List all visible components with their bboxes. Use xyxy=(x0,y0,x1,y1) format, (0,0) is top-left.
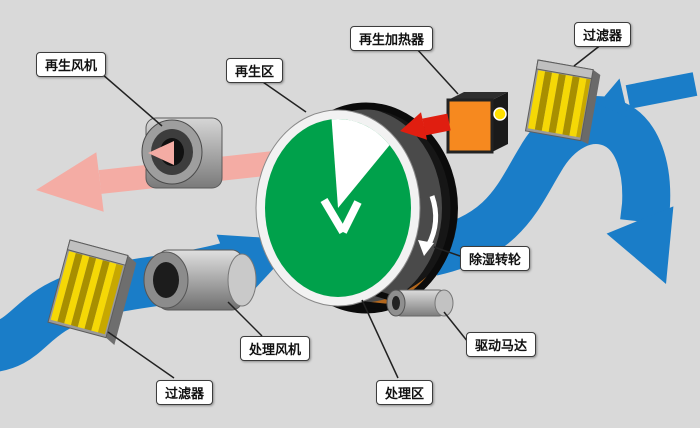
filter-pleat xyxy=(84,260,110,331)
process-fan xyxy=(143,249,257,311)
regen-inlet-band xyxy=(625,72,698,109)
regen-inlet-arrow xyxy=(598,72,698,118)
filter-top xyxy=(524,59,601,144)
filter-bottom-side xyxy=(105,255,137,346)
label-filter-top: 过滤器 xyxy=(574,22,632,47)
filter-pleat xyxy=(534,71,553,131)
drive-motor xyxy=(386,289,454,317)
filter-pleat xyxy=(64,254,90,326)
heater-side xyxy=(492,92,508,152)
leader-regen-fan xyxy=(101,73,163,127)
desiccant-wheel xyxy=(255,102,458,314)
filter-pleat xyxy=(569,77,587,137)
leader-wheel xyxy=(433,246,461,257)
hot-air-arrowhead xyxy=(400,112,427,140)
filter-pleat xyxy=(527,70,546,130)
process-air-outlet-arrowhead xyxy=(606,206,674,284)
process-fan-end xyxy=(227,253,257,307)
regen-fan-flow-tip xyxy=(148,141,174,165)
filter-bottom xyxy=(47,239,137,346)
leader-filter-bottom xyxy=(107,331,175,379)
filter-pleat xyxy=(548,73,566,134)
hot-air-band xyxy=(422,113,451,136)
filter-pleat xyxy=(70,256,97,327)
leader-regen-zone xyxy=(259,79,307,113)
heater-front xyxy=(446,98,494,154)
hot-air-arrow xyxy=(400,112,451,140)
filter-pleat xyxy=(50,251,76,322)
leader-motor xyxy=(443,311,469,343)
filter-pleat xyxy=(57,252,83,324)
filter-bottom-cap xyxy=(66,239,129,266)
sector-chevron-right xyxy=(339,200,362,234)
regen-inlet-arrowhead xyxy=(598,78,629,118)
label-filter-bottom: 过滤器 xyxy=(156,380,214,405)
filter-pleat xyxy=(576,78,591,138)
regeneration-heater xyxy=(446,92,508,154)
regeneration-fan xyxy=(141,117,223,189)
heater-indicator-light xyxy=(493,107,507,121)
filter-pleat xyxy=(91,262,117,333)
label-regeneration-zone: 再生区 xyxy=(226,58,284,83)
filter-pleat xyxy=(541,72,559,132)
leader-lines xyxy=(101,43,603,379)
leader-regen-heater xyxy=(415,47,459,95)
label-process-zone: 处理区 xyxy=(376,380,434,405)
filter-pleat xyxy=(562,76,580,136)
label-dehumidifier-wheel: 除湿转轮 xyxy=(460,246,531,271)
label-regeneration-fan: 再生风机 xyxy=(36,52,107,77)
label-process-fan: 处理风机 xyxy=(240,336,311,361)
motor-pulley xyxy=(392,296,400,310)
process-fan-inlet xyxy=(153,262,179,298)
filter-pleat xyxy=(98,263,124,335)
filter-pleat xyxy=(77,258,103,329)
label-regeneration-heater: 再生加热器 xyxy=(350,26,434,51)
leader-filter-top xyxy=(573,43,603,67)
rotation-arrow xyxy=(425,195,439,248)
leader-process-fan xyxy=(227,301,263,337)
label-drive-motor: 驱动马达 xyxy=(466,332,537,357)
regen-exhaust-arrowhead xyxy=(36,152,104,212)
rotation-arrowhead xyxy=(418,240,434,256)
regeneration-sector xyxy=(331,118,390,208)
leader-process-zone xyxy=(361,299,399,379)
filter-top-side xyxy=(580,69,601,144)
motor-end xyxy=(434,289,454,317)
filter-pleat xyxy=(555,75,573,135)
sector-chevron-left xyxy=(320,197,347,235)
filter-top-cap xyxy=(535,59,594,80)
heater-top xyxy=(448,92,508,100)
